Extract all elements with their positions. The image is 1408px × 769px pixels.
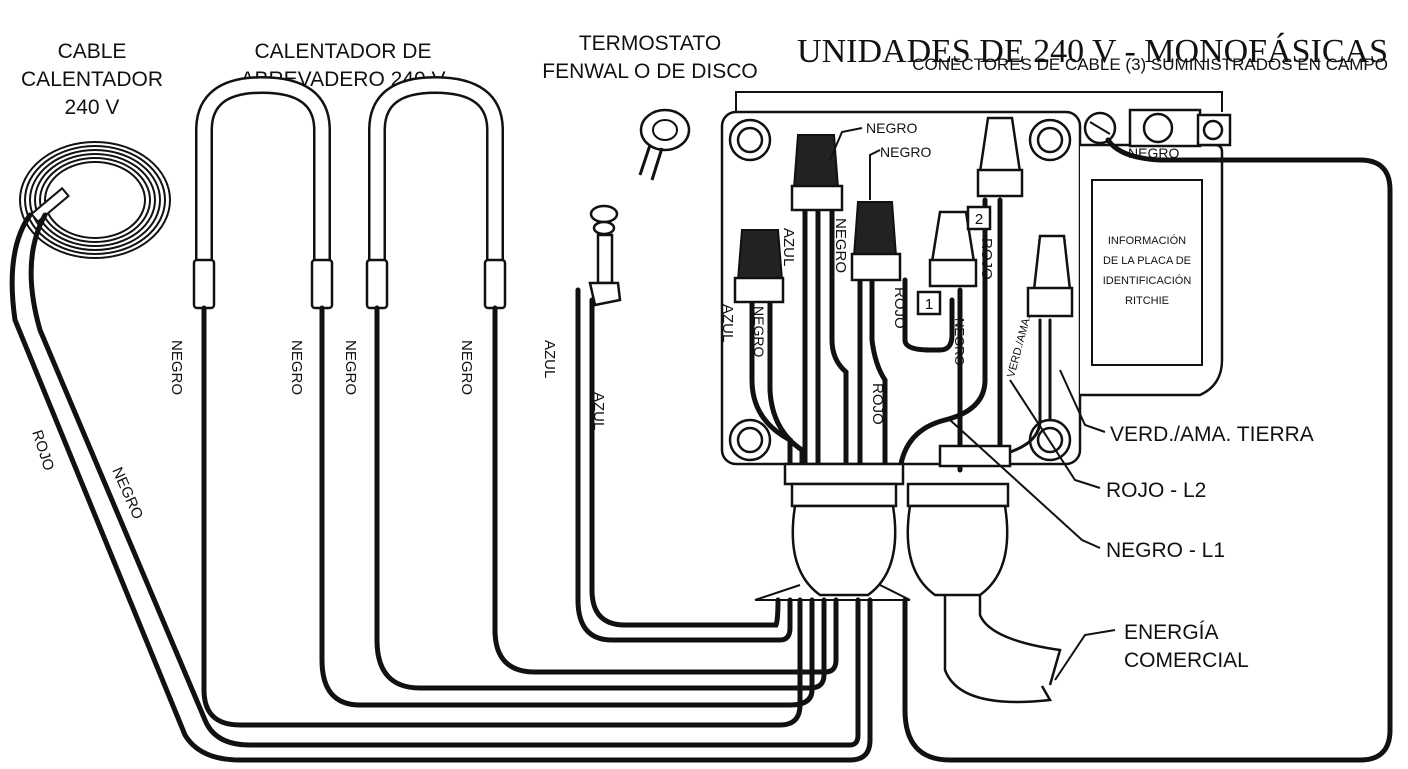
callout-ground: VERD./AMA. TIERRA (1110, 423, 1314, 446)
nameplate-line2: DE LA PLACA DE (1103, 255, 1191, 267)
label-rojo-box-1: ROJO (891, 287, 908, 329)
wire-nut-l1 (928, 210, 978, 288)
label-rojo-box-2: ROJO (869, 383, 886, 425)
callouts: VERD./AMA. TIERRA ROJO - L2 NEGRO - L1 E… (1106, 423, 1314, 672)
leader-lines (829, 127, 1116, 681)
label-negro-heater1-right: NEGRO (288, 340, 305, 395)
power-conduit (943, 595, 1062, 704)
terminal-2-label: 2 (975, 211, 983, 228)
terminal-2: 2 (966, 205, 992, 231)
wire-nut-l2 (976, 116, 1024, 198)
label-negro-nut1: NEGRO (866, 120, 917, 136)
ground-screws (902, 108, 1393, 763)
diagram-subtitle: CONECTORES DE CABLE (3) SUMINISTRADOS EN… (912, 55, 1388, 74)
label-rojo-heat-cable: ROJO (28, 428, 57, 473)
label-negro-heater1-left: NEGRO (168, 340, 185, 395)
callout-l2: ROJO - L2 (1106, 479, 1206, 502)
label-rojo-box-l2: ROJO (978, 238, 995, 280)
bundle-fan (754, 584, 911, 601)
terminal-1: 1 (916, 290, 942, 316)
wire-nuts (733, 116, 1074, 318)
label-negro-box-l1: NEGRO (952, 318, 967, 366)
heat-cable-heading: CABLE CALENTADOR 240 V (21, 40, 163, 119)
cable-gland-right (906, 444, 1012, 597)
wire-nut-negro-2 (850, 201, 902, 282)
label-negro-box-1: NEGRO (751, 306, 767, 357)
label-azul-thermostat-right: AZUL (590, 392, 607, 430)
thermostat-device (575, 108, 793, 643)
trough-heater-heading-line1: CALENTADOR DE (255, 40, 432, 63)
nameplate-line3: IDENTIFICACIÓN (1103, 274, 1192, 287)
wire-nut-negro-1 (790, 134, 844, 212)
cable-gland-left (783, 462, 905, 597)
wire-nut-azul (733, 229, 785, 304)
thermostat-heading: TERMOSTATO FENWAL O DE DISCO (542, 32, 757, 83)
thermostat-heading-line1: TERMOSTATO (579, 32, 721, 55)
nameplate-line1: INFORMACIÓN (1108, 234, 1186, 247)
callout-power-line1: ENERGÍA (1124, 621, 1219, 644)
heat-cable-leads (9, 212, 873, 763)
nameplate: INFORMACIÓN DE LA PLACA DE IDENTIFICACIÓ… (1091, 179, 1203, 366)
heat-cable-coil (19, 141, 171, 259)
trough-heater-1 (192, 75, 815, 728)
diagram-title: UNIDADES DE 240 V - MONOFÁSICAS (797, 33, 1388, 70)
callout-l1: NEGRO - L1 (1106, 539, 1225, 562)
label-negro-box-2: NEGRO (832, 218, 849, 273)
label-negro-ground: NEGRO (1128, 145, 1179, 161)
label-azul-box-2: AZUL (719, 304, 736, 342)
label-negro-heat-cable: NEGRO (108, 465, 146, 522)
heat-cable-heading-line1: CABLE (58, 40, 127, 63)
nameplate-line4: RITCHIE (1125, 295, 1169, 307)
heat-cable-heading-line3: 240 V (65, 96, 120, 119)
label-negro-nut2: NEGRO (880, 144, 931, 160)
thermostat-heading-line2: FENWAL O DE DISCO (542, 60, 757, 83)
wire-nut-ground (1026, 234, 1074, 318)
label-azul-thermostat-left: AZUL (541, 340, 558, 378)
label-negro-heater2-right: NEGRO (458, 340, 475, 395)
trough-heater-2 (365, 75, 839, 691)
label-negro-heater2-left: NEGRO (342, 340, 359, 395)
heat-cable-heading-line2: CALENTADOR (21, 68, 163, 91)
callout-power-line2: COMERCIAL (1124, 649, 1249, 672)
terminal-1-label: 1 (925, 296, 933, 313)
label-azul-box-1: AZUL (780, 228, 797, 266)
